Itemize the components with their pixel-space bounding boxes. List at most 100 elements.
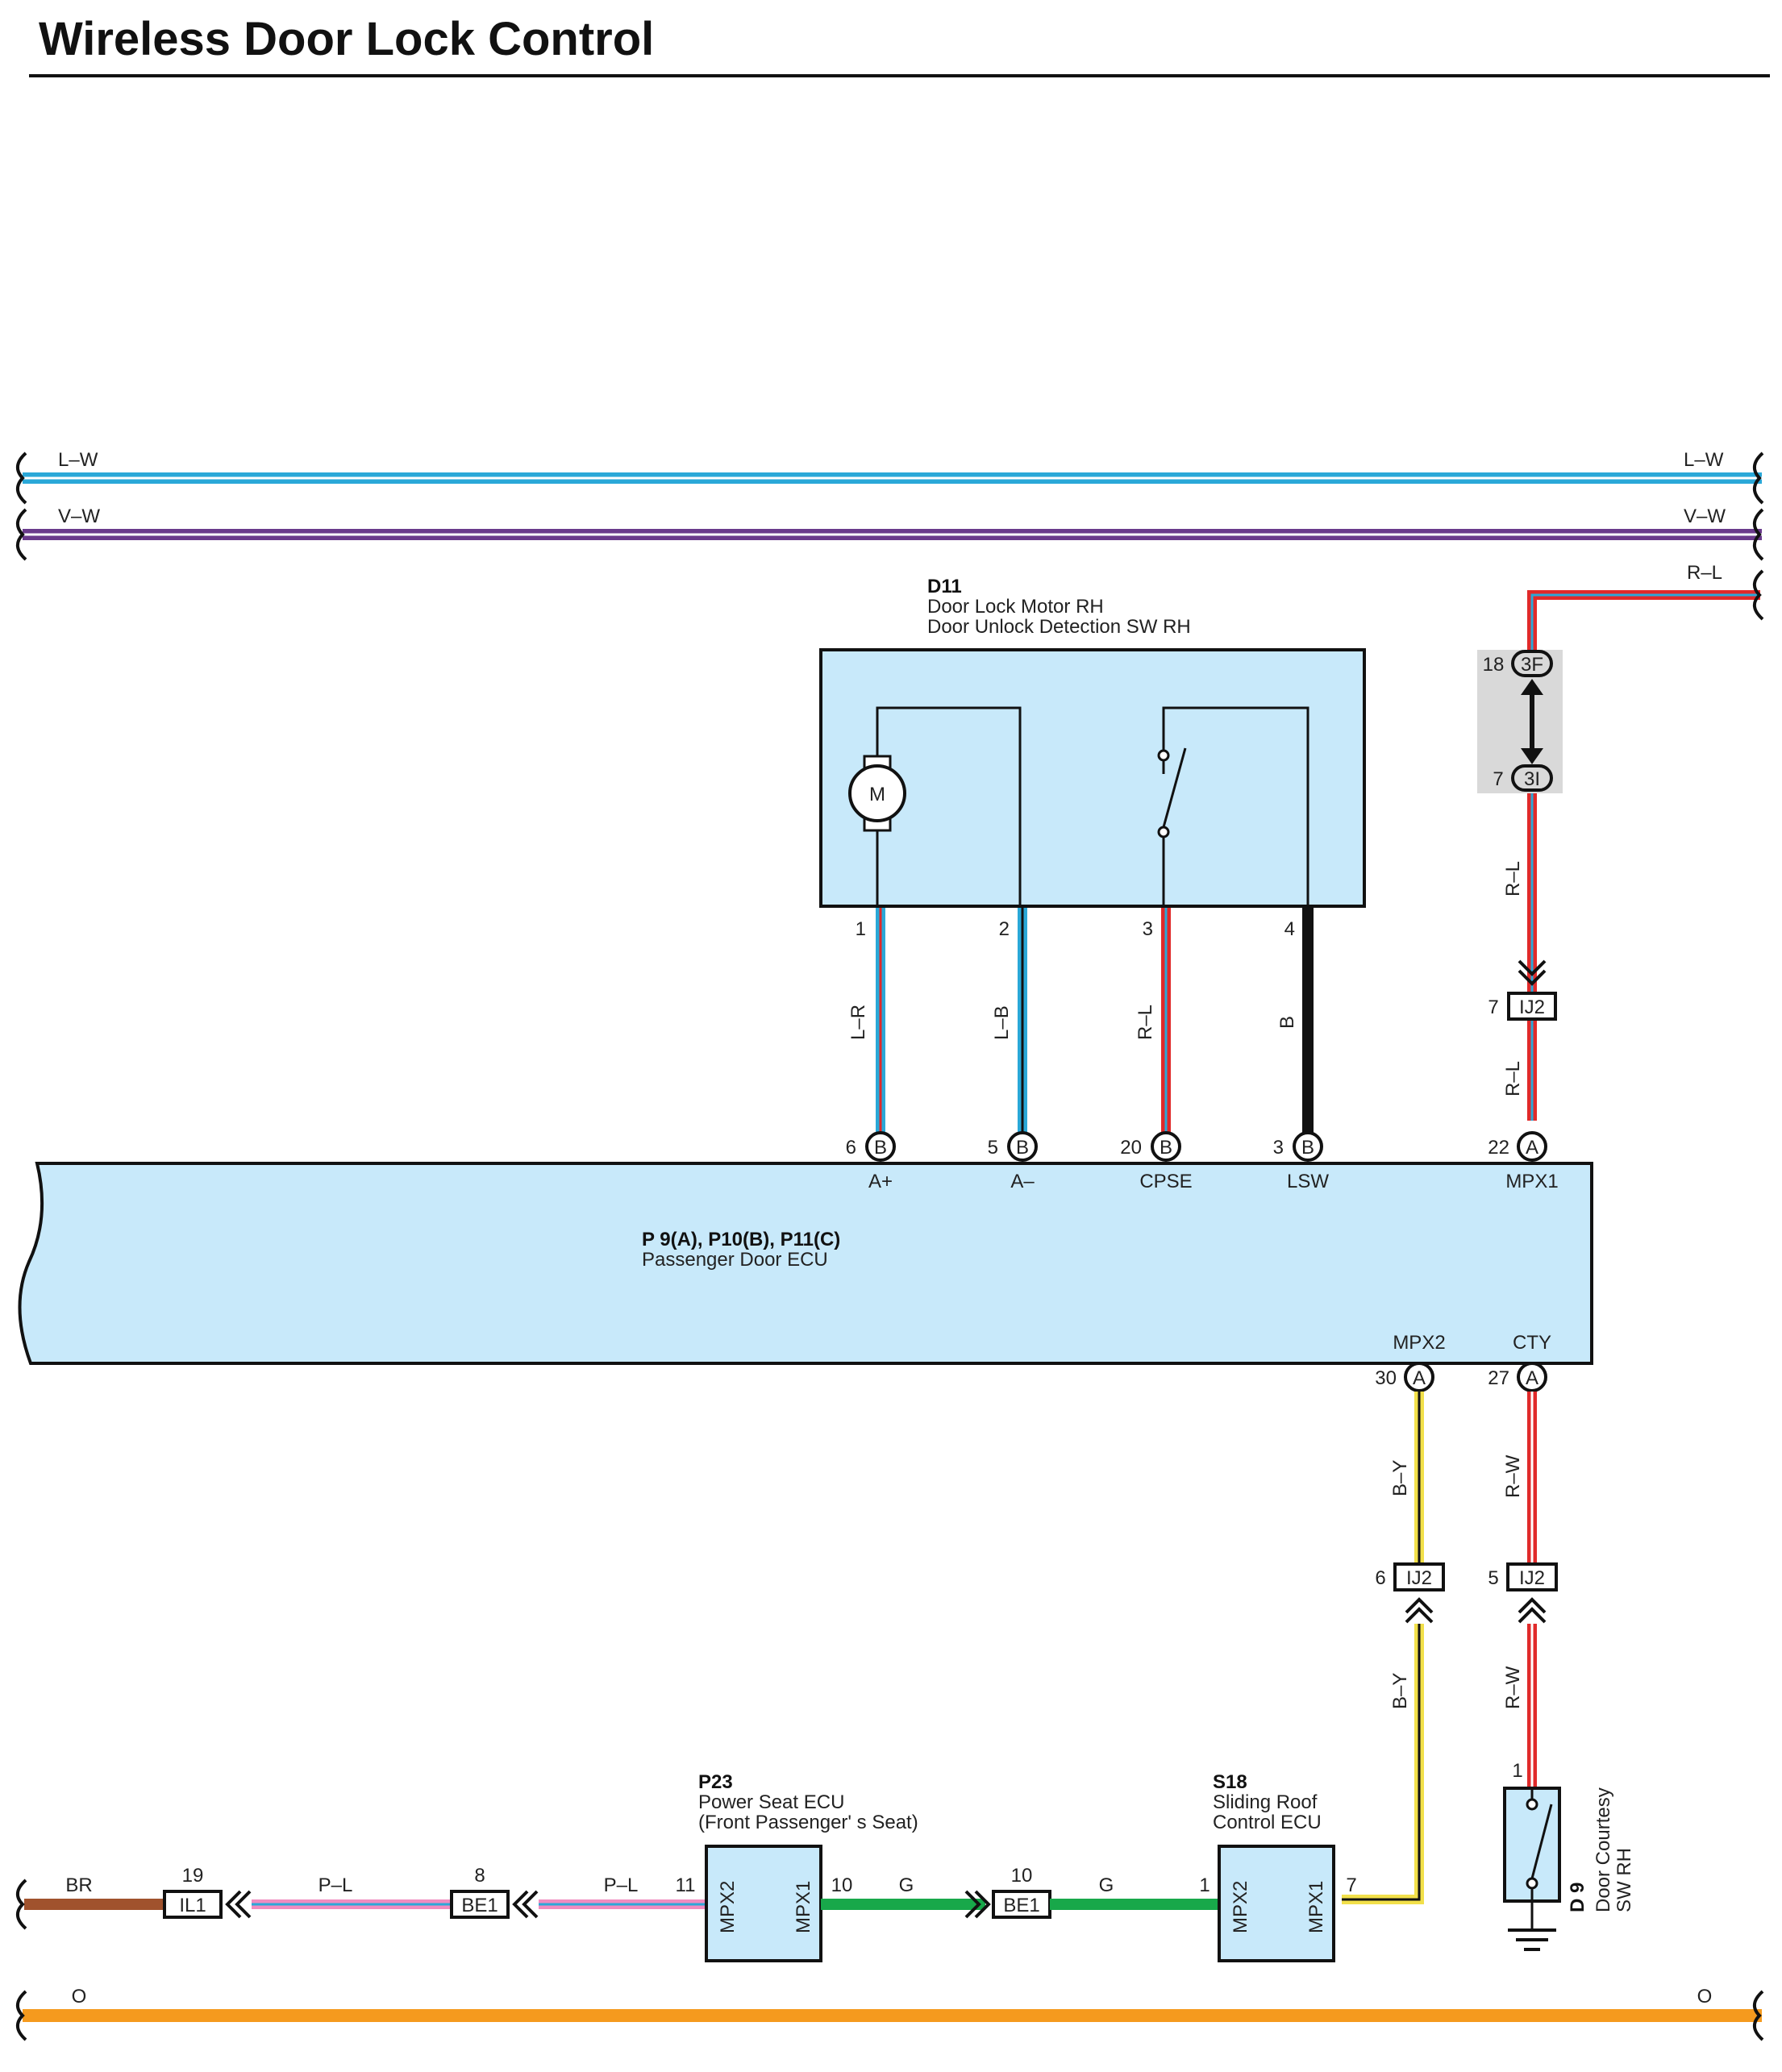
splice-3i-pin: 7 bbox=[1493, 768, 1503, 790]
bus-vw-label-right: V–W bbox=[1684, 506, 1726, 527]
conn-il1-code: IL1 bbox=[179, 1895, 206, 1916]
switch-contact-top bbox=[1157, 749, 1170, 762]
s18-code: S18 bbox=[1213, 1771, 1247, 1793]
ecu-terminal-cty-pin: 27 bbox=[1488, 1367, 1509, 1389]
ecu-terminal-mpx1-conn: A bbox=[1526, 1137, 1538, 1159]
conn-ij2-5-code: IJ2 bbox=[1519, 1567, 1545, 1589]
d9-switch-icon bbox=[1530, 1804, 1553, 1879]
ecu-terminal-lsw bbox=[1293, 1131, 1323, 1162]
rl-top-label: R–L bbox=[1687, 562, 1722, 584]
rw-upper-label: R–W bbox=[1502, 1454, 1524, 1498]
wire-b-label: B bbox=[1276, 1016, 1298, 1029]
conn-be1-left bbox=[450, 1890, 510, 1919]
bus-orange: O O bbox=[16, 1986, 1764, 2041]
rl-branch: R–L 3F 18 3I 7 R–L IJ2 7 R–L bbox=[1477, 562, 1764, 1121]
ecu-terminal-lsw-conn: B bbox=[1301, 1137, 1314, 1159]
by-upper-label: B–Y bbox=[1389, 1460, 1411, 1496]
p23-left-pin: 11 bbox=[676, 1874, 696, 1896]
motor-icon bbox=[848, 764, 906, 822]
ecu-terminal-lsw-label: LSW bbox=[1287, 1171, 1329, 1192]
ecu-terminal-mpx2-conn: A bbox=[1413, 1367, 1426, 1389]
d11-component: D11 Door Lock Motor RH Door Unlock Detec… bbox=[819, 576, 1366, 908]
conn-be1-right bbox=[992, 1890, 1051, 1919]
ecu-terminal-a-plus-label: A+ bbox=[868, 1171, 893, 1192]
ecu-terminal-mpx1-label: MPX1 bbox=[1505, 1171, 1558, 1192]
s18-left-label: MPX2 bbox=[1230, 1881, 1251, 1933]
ecu-terminal-a-minus-label: A– bbox=[1010, 1171, 1035, 1192]
switch-blade-icon bbox=[1162, 747, 1187, 828]
s18-name1: Sliding Roof bbox=[1213, 1791, 1318, 1813]
p23-name1: Power Seat ECU bbox=[698, 1791, 844, 1813]
passenger-door-ecu: P 9(A), P10(B), P11(C) Passenger Door EC… bbox=[18, 1131, 1593, 1392]
rw-branch: R–W IJ2 5 R–W 1 bbox=[1488, 1392, 1558, 1788]
d9-code: D 9 bbox=[1567, 1883, 1588, 1912]
s18-box bbox=[1218, 1845, 1335, 1962]
s18-left-pin: 1 bbox=[1199, 1874, 1210, 1896]
pl1-label: P–L bbox=[319, 1874, 353, 1896]
conn-be1-right-pin: 10 bbox=[1011, 1865, 1033, 1887]
d11-pin-1: 1 bbox=[856, 918, 866, 940]
d11-pin-2: 2 bbox=[999, 918, 1010, 940]
ecu-terminal-cty-label: CTY bbox=[1513, 1332, 1551, 1354]
s18-name2: Control ECU bbox=[1213, 1812, 1322, 1833]
d11-wires: 1 2 3 4 L–R L–B R–L B bbox=[847, 908, 1314, 1137]
d11-name2: Door Unlock Detection SW RH bbox=[927, 616, 1191, 638]
bus-vw-label-left: V–W bbox=[58, 506, 100, 527]
conn-ij2-6-code: IJ2 bbox=[1406, 1567, 1432, 1589]
conn-il1-pin: 19 bbox=[182, 1865, 204, 1887]
wire-lb-label: L–B bbox=[991, 1005, 1013, 1040]
conn-be1-right-code: BE1 bbox=[1003, 1895, 1039, 1916]
splice-3f-code: 3F bbox=[1521, 654, 1543, 676]
splice-3i-code: 3I bbox=[1524, 768, 1540, 790]
conn-ij2-7-pin: 7 bbox=[1488, 996, 1498, 1018]
d9-contact-bottom bbox=[1526, 1877, 1538, 1890]
ecu-terminal-a-minus-conn: B bbox=[1016, 1137, 1029, 1159]
conn-il1 bbox=[163, 1890, 223, 1919]
bus-lw-label-right: L–W bbox=[1684, 449, 1724, 471]
bus-orange-label-left: O bbox=[72, 1986, 87, 2008]
ecu-terminal-cpse-pin: 20 bbox=[1120, 1137, 1142, 1159]
d9-contact-top bbox=[1526, 1798, 1538, 1811]
d9-name1: Door Courtesy bbox=[1593, 1787, 1614, 1912]
splice-3i bbox=[1511, 764, 1553, 792]
d11-pin-3: 3 bbox=[1143, 918, 1153, 940]
bottom-harness: BR IL1 19 P–L BE1 8 P–L 11 P23 Power Sea… bbox=[16, 1771, 1357, 1962]
bus-vw: V–W V–W bbox=[16, 506, 1764, 561]
d9-component: D 9 Door Courtesy SW RH bbox=[1503, 1787, 1635, 1951]
ecu-terminal-lsw-pin: 3 bbox=[1273, 1137, 1284, 1159]
ecu-terminal-mpx1-pin: 22 bbox=[1488, 1137, 1509, 1159]
ground-icon bbox=[1508, 1928, 1556, 1951]
d11-pin-4: 4 bbox=[1284, 918, 1295, 940]
p23-left-label: MPX2 bbox=[717, 1881, 739, 1933]
ecu-terminal-a-plus-conn: B bbox=[874, 1137, 887, 1159]
ecu-terminal-cty bbox=[1517, 1362, 1547, 1392]
rl-low-label: R–L bbox=[1502, 1061, 1524, 1096]
ecu-terminal-a-minus-pin: 5 bbox=[988, 1137, 998, 1159]
conn-ij2-7-code: IJ2 bbox=[1519, 996, 1545, 1018]
conn-ij2-6-pin: 6 bbox=[1375, 1567, 1385, 1589]
d9-name2: SW RH bbox=[1613, 1848, 1635, 1912]
by-branch: B–Y IJ2 6 B–Y bbox=[1342, 1392, 1445, 1904]
conn-be1-left-code: BE1 bbox=[461, 1895, 498, 1916]
d9-pin: 1 bbox=[1512, 1760, 1522, 1782]
splice-3f bbox=[1511, 650, 1553, 677]
ecu-terminal-cty-conn: A bbox=[1526, 1367, 1538, 1389]
page-title: Wireless Door Lock Control bbox=[39, 13, 654, 65]
p23-right-label: MPX1 bbox=[793, 1881, 814, 1933]
ecu-terminal-a-minus bbox=[1007, 1131, 1038, 1162]
ecu-code: P 9(A), P10(B), P11(C) bbox=[642, 1229, 840, 1250]
ecu-terminal-cpse-conn: B bbox=[1160, 1137, 1172, 1159]
ecu-terminal-a-plus bbox=[865, 1131, 896, 1162]
ecu-terminal-mpx2 bbox=[1404, 1362, 1434, 1392]
conn-be1-left-pin: 8 bbox=[474, 1865, 485, 1887]
ecu-terminal-mpx1 bbox=[1517, 1131, 1547, 1162]
rw-lower-label: R–W bbox=[1502, 1666, 1524, 1709]
bus-lw-label-left: L–W bbox=[58, 449, 98, 471]
splice-3f-pin: 18 bbox=[1483, 654, 1505, 676]
by-lower-label: B–Y bbox=[1389, 1673, 1411, 1709]
motor-label: M bbox=[869, 784, 885, 805]
g1-label: G bbox=[899, 1874, 914, 1896]
switch-contact-bottom bbox=[1157, 826, 1170, 838]
bus-orange-label-right: O bbox=[1697, 1986, 1713, 2008]
